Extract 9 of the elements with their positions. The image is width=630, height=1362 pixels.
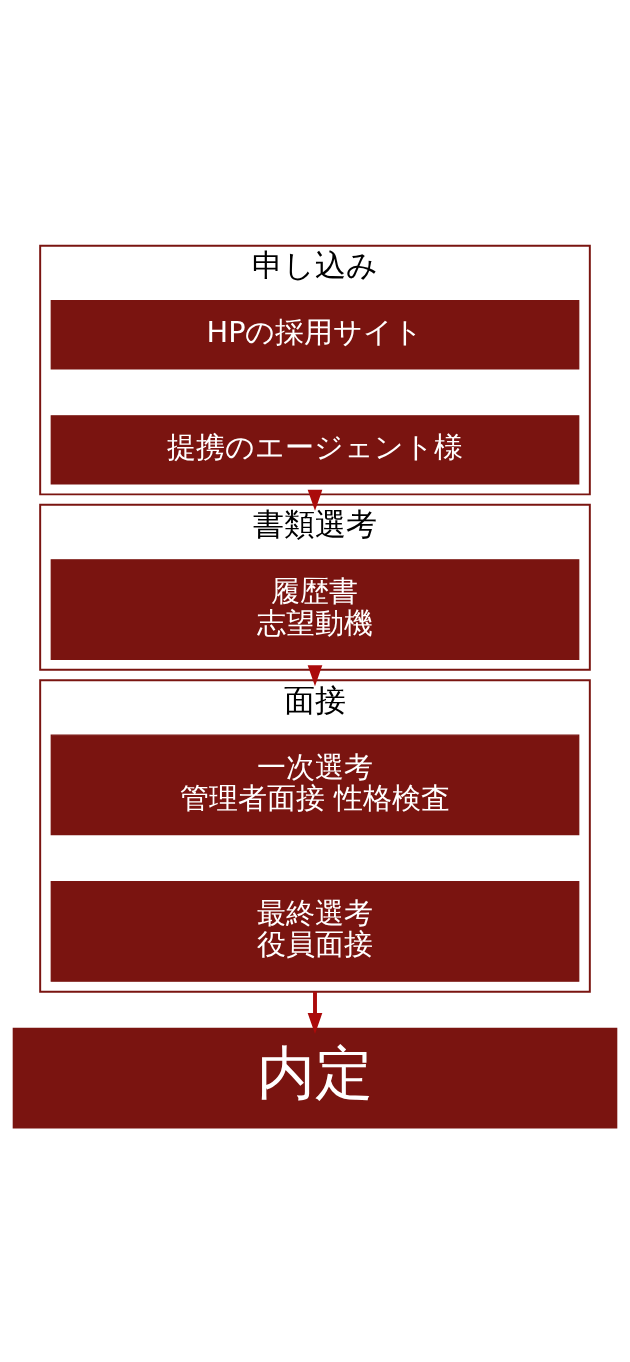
node-box: 最終選考 役員面接 xyxy=(50,880,580,982)
node-box: 内定 xyxy=(12,1027,618,1128)
node-box: HPの採用サイト xyxy=(50,299,580,369)
node-box: 提携のエージェント様 xyxy=(50,414,580,485)
arrow xyxy=(307,664,323,686)
arrow xyxy=(307,991,323,1034)
node-box: 履歴書 志望動機 xyxy=(50,558,580,660)
node-box: 一次選考 管理者面接 性格検査 xyxy=(50,734,580,835)
arrow xyxy=(307,489,323,511)
